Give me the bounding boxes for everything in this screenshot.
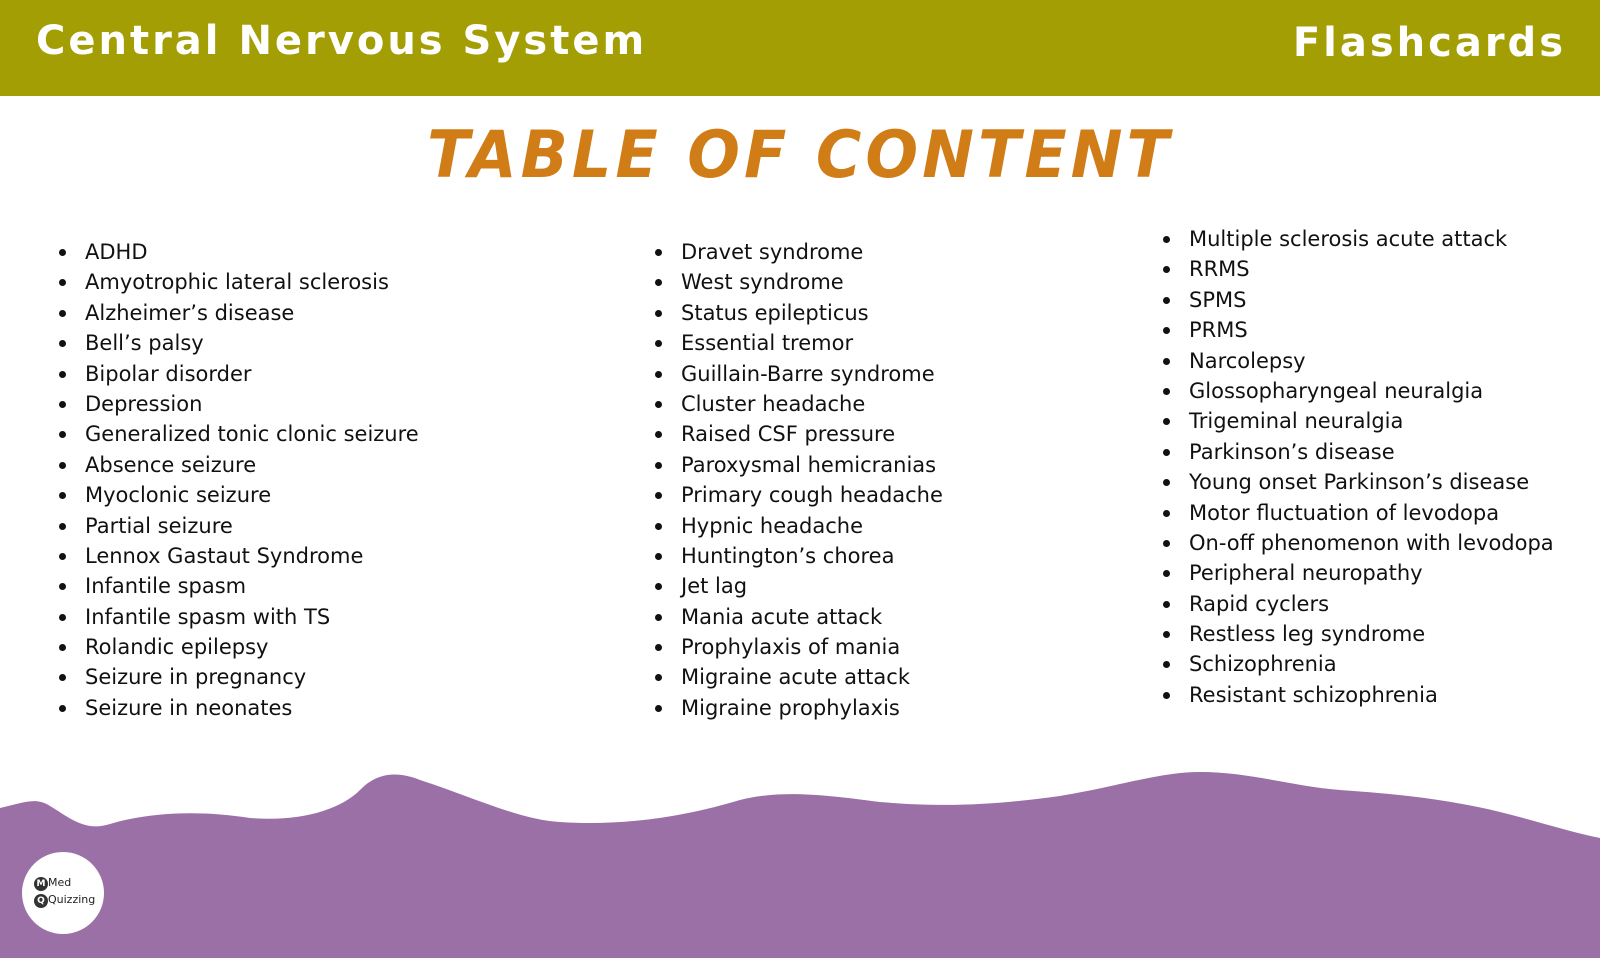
toc-item: PRMS	[1160, 315, 1554, 345]
toc-item: Raised CSF pressure	[652, 419, 943, 449]
toc-item: Primary cough headache	[652, 480, 943, 510]
toc-item: On-off phenomenon with levodopa	[1160, 528, 1554, 558]
toc-item: Restless leg syndrome	[1160, 619, 1554, 649]
toc-item: Multiple sclerosis acute attack	[1160, 224, 1554, 254]
toc-item: Absence seizure	[56, 450, 419, 480]
toc-item: Generalized tonic clonic seizure	[56, 419, 419, 449]
toc-item: Myoclonic seizure	[56, 480, 419, 510]
toc-item: Resistant schizophrenia	[1160, 680, 1554, 710]
toc-item: Infantile spasm	[56, 571, 419, 601]
toc-item: Dravet syndrome	[652, 237, 943, 267]
toc-item: Narcolepsy	[1160, 346, 1554, 376]
toc-item: Status epilepticus	[652, 298, 943, 328]
toc-item: Parkinson’s disease	[1160, 437, 1554, 467]
toc-item: Prophylaxis of mania	[652, 632, 943, 662]
toc-item: Rapid cyclers	[1160, 589, 1554, 619]
toc-item: Huntington’s chorea	[652, 541, 943, 571]
toc-item: Trigeminal neuralgia	[1160, 406, 1554, 436]
toc-item: Depression	[56, 389, 419, 419]
toc-item: Mania acute attack	[652, 602, 943, 632]
toc-item: Bipolar disorder	[56, 359, 419, 389]
toc-item: Infantile spasm with TS	[56, 602, 419, 632]
toc-item: Rolandic epilepsy	[56, 632, 419, 662]
toc-item: Migraine acute attack	[652, 662, 943, 692]
header-banner: Central Nervous System Flashcards	[0, 0, 1600, 96]
page-title: TABLE OF CONTENT	[427, 116, 1173, 193]
toc-item: Schizophrenia	[1160, 649, 1554, 679]
header-subtitle: Flashcards	[1292, 20, 1566, 66]
toc-item: Jet lag	[652, 571, 943, 601]
toc-item: Guillain-Barre syndrome	[652, 359, 943, 389]
purple-wave-footer	[0, 772, 1600, 958]
toc-item: Glossopharyngeal neuralgia	[1160, 376, 1554, 406]
toc-item: Peripheral neuropathy	[1160, 558, 1554, 588]
toc-item: Seizure in pregnancy	[56, 662, 419, 692]
toc-item: Alzheimer’s disease	[56, 298, 419, 328]
toc-item: Cluster headache	[652, 389, 943, 419]
toc-item: Seizure in neonates	[56, 693, 419, 723]
toc-item: Amyotrophic lateral sclerosis	[56, 267, 419, 297]
toc-item: SPMS	[1160, 285, 1554, 315]
toc-item: West syndrome	[652, 267, 943, 297]
toc-item: Young onset Parkinson’s disease	[1160, 467, 1554, 497]
toc-item: Migraine prophylaxis	[652, 693, 943, 723]
toc-item: Paroxysmal hemicranias	[652, 450, 943, 480]
toc-item: Hypnic headache	[652, 511, 943, 541]
logo-line-1: Med	[48, 876, 72, 889]
toc-item: Essential tremor	[652, 328, 943, 358]
toc-item: Lennox Gastaut Syndrome	[56, 541, 419, 571]
toc-item: Motor fluctuation of levodopa	[1160, 498, 1554, 528]
logo-line-2: Quizzing	[48, 893, 96, 906]
toc-item: Partial seizure	[56, 511, 419, 541]
toc-item: RRMS	[1160, 254, 1554, 284]
toc-item: Bell’s palsy	[56, 328, 419, 358]
header-title: Central Nervous System	[36, 18, 648, 64]
toc-item: ADHD	[56, 237, 419, 267]
